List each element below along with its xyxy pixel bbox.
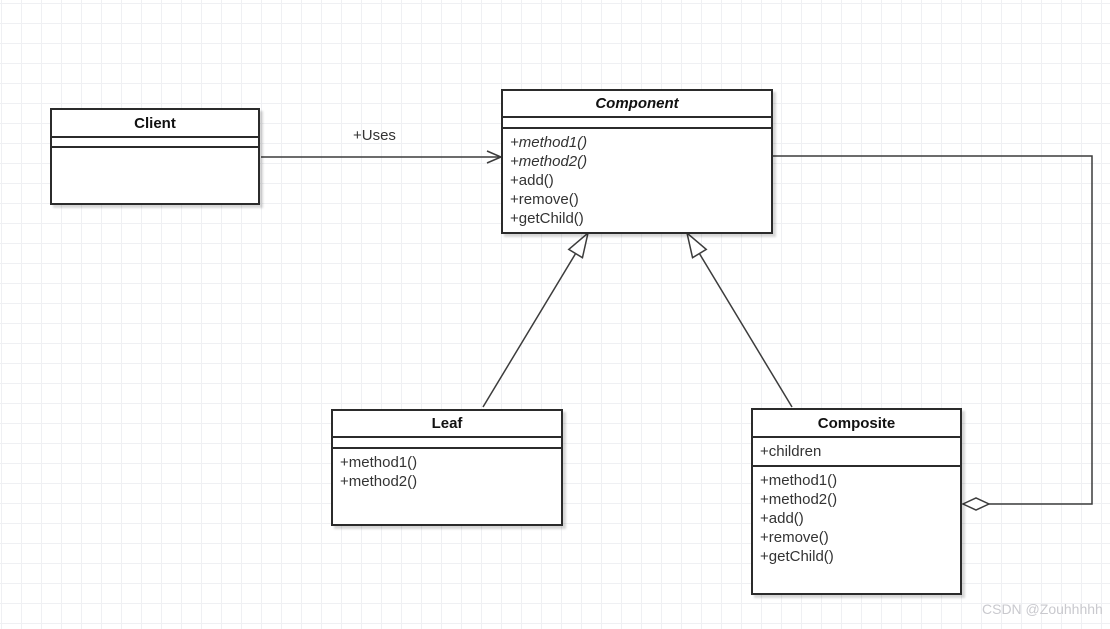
method-item: +method1()	[510, 134, 588, 151]
class-composite-title: Composite	[753, 410, 960, 438]
class-client-title: Client	[52, 110, 258, 138]
class-client-attributes	[52, 138, 258, 148]
leaf-generalization-edge	[482, 230, 590, 408]
class-component: Component +method1() +method2() +add() +…	[501, 89, 773, 234]
method-item: +remove()	[510, 191, 579, 208]
composite-generalization-edge	[685, 230, 793, 408]
class-composite-methods: +method1() +method2() +add() +remove() +…	[753, 467, 960, 593]
method-item: +remove()	[760, 529, 829, 546]
method-item: +method1()	[760, 472, 838, 489]
method-item: +add()	[760, 510, 804, 527]
class-component-attributes	[503, 118, 771, 129]
class-component-methods: +method1() +method2() +add() +remove() +…	[503, 129, 771, 232]
class-leaf: Leaf +method1() +method2()	[331, 409, 563, 526]
method-item: +getChild()	[510, 210, 584, 227]
uses-edge-label: +Uses	[353, 127, 396, 144]
method-item: +method2()	[510, 153, 588, 170]
class-leaf-methods: +method1() +method2()	[333, 449, 561, 524]
method-item: +method2()	[760, 491, 838, 508]
method-item: +method2()	[340, 473, 418, 490]
class-composite: Composite +children +method1() +method2(…	[751, 408, 962, 595]
class-composite-attributes: +children	[753, 438, 960, 467]
watermark: CSDN @Zouhhhhh	[982, 601, 1103, 617]
method-item: +getChild()	[760, 548, 834, 565]
method-item: +add()	[510, 172, 554, 189]
class-client: Client	[50, 108, 260, 205]
class-component-title: Component	[503, 91, 771, 118]
class-client-methods	[52, 148, 258, 203]
class-leaf-title: Leaf	[333, 411, 561, 438]
class-leaf-attributes	[333, 438, 561, 449]
method-item: +method1()	[340, 454, 418, 471]
